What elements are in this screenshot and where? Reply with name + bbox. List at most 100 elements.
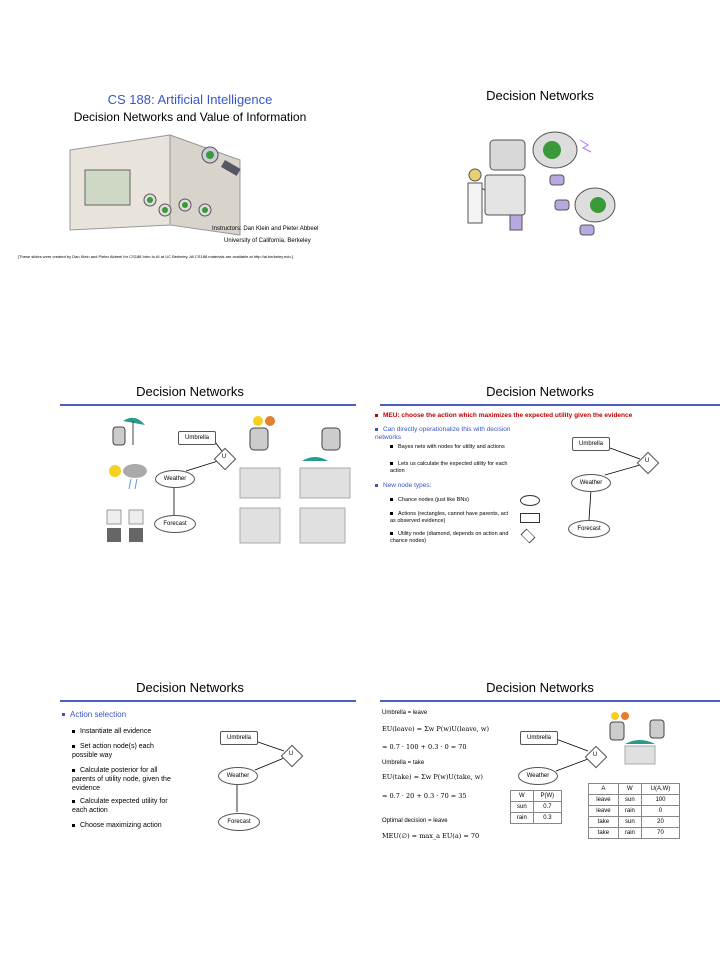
step-1: Instantiate all evidence [72,727,192,736]
robots-illustration [467,131,616,236]
node-forecast: Forecast [154,515,196,533]
step-4: Calculate expected utility for each acti… [72,797,182,815]
u-cell: sun [617,816,642,828]
title-rule [380,700,720,702]
slide-1: CS 188: Artificial Intelligence Decision… [0,60,360,360]
network-edges [236,740,285,812]
node-forecast: Forecast [218,813,260,831]
u-cell: take [588,827,619,839]
footnote: [These slides were created by Dan Klein … [18,254,293,259]
optimal-decision: Optimal decision = leave [382,818,448,824]
sub-bullet-actions: Actions (rectangles, cannot have parents… [390,511,510,525]
action-node-symbol [520,513,540,523]
bullet-text: New node types: [383,482,432,489]
bullet-text: Chance nodes (just like BNs) [398,497,469,503]
slide-5-title: Decision Networks [136,680,244,695]
bullet-text: Bayes nets with nodes for utility and ac… [398,444,505,450]
u-cell: leave [588,805,619,817]
university: University of California, Berkeley [224,238,311,244]
bullet-text: Actions (rectangles, cannot have parents… [390,511,509,524]
u-cell: 100 [640,794,681,806]
slide-2-title: Decision Networks [486,88,594,103]
u-header-u: U(A,W) [640,783,681,795]
title-rule [60,404,356,406]
heading-text: Action selection [70,710,127,719]
u-cell: 0 [640,805,681,817]
step-5: Choose maximizing action [72,821,192,830]
node-weather: Weather [218,767,258,785]
scenario-illustrations [609,712,665,765]
bullet-decision-networks: Can directly operationalize this with de… [375,426,525,442]
node-weather: Weather [155,470,195,488]
slide-4-title: Decision Networks [486,384,594,399]
u-header-w: W [617,783,642,795]
bullet-text: Lets us calculate the expected utility f… [390,461,508,474]
eu-leave-equation: EU(leave) = Σw P(w)U(leave, w) [382,725,489,733]
slide-3-title: Decision Networks [136,384,244,399]
step-text: Calculate expected utility for each acti… [72,798,168,814]
eu-leave-value: = 0.7 · 100 + 0.3 · 0 = 70 [382,743,467,751]
title-rule [60,700,356,702]
slide-4: Decision Networks MEU: choose the action… [360,375,720,675]
step-text: Choose maximizing action [80,822,162,829]
robot-umbrella-icon [105,415,145,453]
sub-bullet-bayes-nets: Bayes nets with nodes for utility and ac… [390,444,510,451]
pw-header-p: P(W) [532,790,563,802]
bullet-text: Can directly operationalize this with de… [375,426,511,441]
sub-bullet-expected-utility: Lets us calculate the expected utility f… [390,461,510,475]
network-edges [555,738,589,772]
u-cell: rain [617,827,642,839]
weather-icon [105,461,150,495]
pw-cell: 0.7 [532,801,563,813]
step-text: Instantiate all evidence [80,728,152,735]
pw-cell: 0.3 [532,812,563,824]
u-cell: take [588,816,619,828]
chance-node-symbol [520,495,540,506]
node-weather: Weather [518,767,558,785]
scenario-illustrations [239,416,351,544]
sub-bullet-utility-node: Utility node (diamond, depends on action… [390,531,510,545]
slide-5: Decision Networks Action selection Insta… [0,675,360,975]
u-cell: 20 [640,816,681,828]
utility-label: U [221,454,227,460]
u-cell: 70 [640,827,681,839]
node-forecast: Forecast [568,520,610,538]
meu-equation: MEU(∅) = max_a EU(a) = 70 [382,832,480,840]
utility-label: U [288,751,294,757]
title-rule [380,404,720,406]
u-cell: sun [617,794,642,806]
take-label: Umbrella = take [382,760,425,766]
step-3: Calculate posterior for all parents of u… [72,766,182,793]
slide-3: Decision Networks Umbrella U Weather For… [0,375,360,675]
node-umbrella: Umbrella [572,437,610,451]
u-cell: rain [617,805,642,817]
pw-cell: sun [510,801,534,813]
step-2: Set action node(s) each possible way [72,742,172,760]
utility-label: U [592,752,598,758]
network-edges [588,447,641,521]
meu-text: MEU: choose the action which maximizes t… [383,412,633,419]
leave-label: Umbrella = leave [382,710,428,716]
course-title: CS 188: Artificial Intelligence [107,92,273,107]
sub-bullet-chance-nodes: Chance nodes (just like BNs) [390,496,510,504]
node-umbrella: Umbrella [520,731,558,745]
node-weather: Weather [571,474,611,492]
lecture-title: Decision Networks and Value of Informati… [73,110,307,124]
pw-header-w: W [510,790,534,802]
step-text: Set action node(s) each possible way [72,743,154,759]
eu-take-equation: EU(take) = Σw P(w)U(take, w) [382,773,483,781]
forecast-icon [105,508,150,544]
pw-cell: rain [510,812,534,824]
bullet-text: Utility node (diamond, depends on action… [390,531,509,544]
step-text: Calculate posterior for all parents of u… [72,767,171,792]
action-selection-heading: Action selection [62,711,126,719]
slide-2: Decision Networks [360,60,720,360]
instructors: Instructors: Dan Klein and Pieter Abbeel [212,226,319,232]
slide-6-title: Decision Networks [486,680,594,695]
node-umbrella: Umbrella [178,431,216,445]
node-umbrella: Umbrella [220,731,258,745]
u-header-a: A [588,783,619,795]
robots-room-illustration [69,134,241,236]
